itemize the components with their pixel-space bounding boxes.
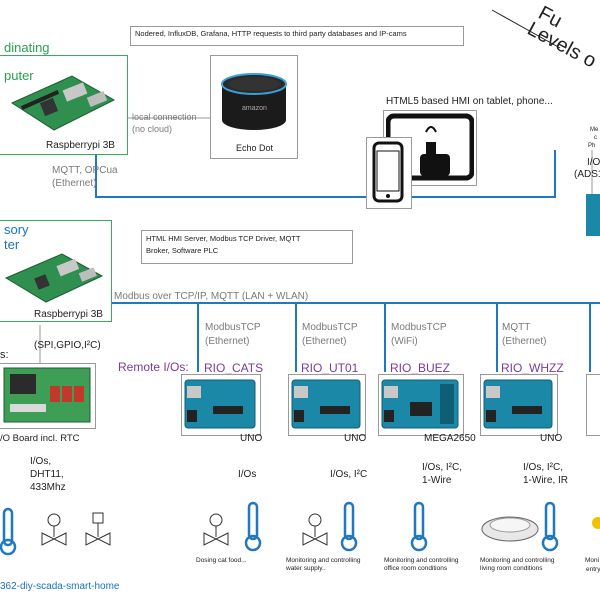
rio-1-io: I/Os, I²C bbox=[330, 469, 368, 480]
coordinating-device: Raspberrypi 3B bbox=[46, 140, 115, 151]
right-fragment-line5: (ADS1 bbox=[574, 169, 600, 180]
arduino-uno-icon bbox=[291, 379, 361, 429]
rio-3-board: UNO bbox=[540, 433, 563, 444]
rio-3-proto2: (Ethernet) bbox=[502, 336, 547, 347]
robot-vacuum-icon bbox=[481, 516, 539, 542]
rio-1-name: RIO_UT01 bbox=[301, 361, 359, 375]
rio-2-io: I/Os, I²C, 1-Wire bbox=[422, 462, 462, 486]
thermometer-icon bbox=[244, 501, 262, 552]
supervisory-label2: ter bbox=[4, 237, 20, 252]
right-note-line2: entry bbox=[586, 566, 600, 573]
rio-1-proto1: ModbusTCP bbox=[302, 322, 358, 333]
right-module-icon bbox=[586, 194, 600, 236]
right-fragment-line4: I/O bbox=[587, 157, 600, 168]
rio-0-board: UNO bbox=[240, 433, 263, 444]
io-board-icon bbox=[3, 367, 91, 423]
motor-valve-icon bbox=[302, 513, 328, 546]
hmi-server-note-box bbox=[141, 230, 353, 264]
hmi-server-line1: HTML HMI Server, Modbus TCP Driver, MQTT bbox=[146, 234, 301, 243]
rio-3-note: Monitoring and controlling living room c… bbox=[480, 557, 555, 572]
right-fragment-line1: Me bbox=[590, 127, 599, 133]
rio-2-board: MEGA2650 bbox=[424, 433, 476, 444]
right-fragment-line3: Ph bbox=[588, 143, 596, 149]
right-note-line1: Moni bbox=[585, 557, 600, 564]
nodered-note-box bbox=[130, 26, 464, 46]
footer-link[interactable]: 362-diy-scada-smart-home bbox=[0, 581, 120, 592]
rio-3-io: I/Os, I²C, 1-Wire, IR bbox=[523, 462, 568, 486]
light-icon bbox=[592, 517, 600, 529]
rio-0-io: I/Os bbox=[238, 469, 257, 480]
echo-dot-icon: amazon bbox=[221, 73, 287, 130]
rio-2-proto2: (WiFi) bbox=[391, 336, 418, 347]
rio-2-proto1: ModbusTCP bbox=[391, 322, 447, 333]
nodered-note: Nodered, InfluxDB, Grafana, HTTP request… bbox=[135, 29, 407, 38]
hmi-label: HTML5 based HMI on tablet, phone... bbox=[386, 96, 553, 107]
rio-0-name: RIO_CATS bbox=[204, 361, 264, 375]
right-fragment-line2: c bbox=[594, 135, 597, 141]
rio-3-proto1: MQTT bbox=[502, 322, 531, 333]
supervisory-device: Raspberrypi 3B bbox=[34, 309, 103, 320]
phone-icon bbox=[372, 141, 404, 203]
thermometer-icon bbox=[0, 507, 17, 556]
local-connection-line1: local connection bbox=[132, 112, 197, 122]
io-board-proto: (SPI,GPIO,I²C) bbox=[34, 340, 101, 351]
thermometer-icon bbox=[541, 501, 559, 552]
rio-0-proto1: ModbusTCP bbox=[205, 322, 261, 333]
rio-1-note: Monitoring and controlling water supply.… bbox=[286, 557, 361, 572]
rio-1-proto2: (Ethernet) bbox=[302, 336, 347, 347]
thermometer-icon bbox=[410, 501, 428, 552]
rio-2-note: Monitoring and controlling office room c… bbox=[384, 557, 459, 572]
local-connection-line2: (no cloud) bbox=[132, 124, 173, 134]
rio-1-board: UNO bbox=[344, 433, 367, 444]
remote-ios-label: Remote I/Os: bbox=[118, 360, 189, 374]
io-board-label: /O Board incl. RTC bbox=[0, 433, 80, 444]
coordinating-label1: dinating bbox=[4, 40, 50, 55]
raspberry-pi-icon bbox=[10, 75, 116, 131]
echo-dot-label: Echo Dot bbox=[236, 143, 274, 153]
rio-0-proto2: (Ethernet) bbox=[205, 336, 250, 347]
arduino-mega-icon bbox=[381, 379, 459, 429]
arduino-uno-icon bbox=[184, 379, 256, 429]
rio-4-board-box bbox=[586, 374, 600, 436]
motor-valve-icon bbox=[41, 513, 67, 546]
valve-icon bbox=[85, 512, 111, 546]
thermometer-icon bbox=[340, 501, 358, 552]
rio-0-note: Dosing cat food... bbox=[196, 557, 247, 564]
rio-3-name: RIO_WHZZ bbox=[501, 361, 564, 375]
io-board-items: I/Os, DHT11, 433Mhz bbox=[30, 456, 66, 493]
rio-2-name: RIO_BUEZ bbox=[390, 361, 451, 375]
mqtt-opcua-line1: MQTT, OPCua bbox=[52, 165, 118, 176]
mqtt-opcua-line2: (Ethernet) bbox=[52, 178, 97, 189]
supervisory-label1: sory bbox=[4, 222, 29, 237]
raspberry-pi-icon-2 bbox=[4, 253, 104, 303]
arduino-uno-icon bbox=[483, 379, 553, 429]
hmi-server-line2: Broker, Software PLC bbox=[146, 246, 219, 255]
bus-label: Modbus over TCP/IP, MQTT (LAN + WLAN) bbox=[114, 291, 309, 302]
io-board-heading: s: bbox=[0, 349, 9, 361]
motor-valve-icon bbox=[203, 513, 229, 546]
echo-brand: amazon bbox=[242, 105, 267, 112]
coordinating-label2: puter bbox=[4, 68, 34, 83]
field-devices bbox=[0, 501, 600, 556]
